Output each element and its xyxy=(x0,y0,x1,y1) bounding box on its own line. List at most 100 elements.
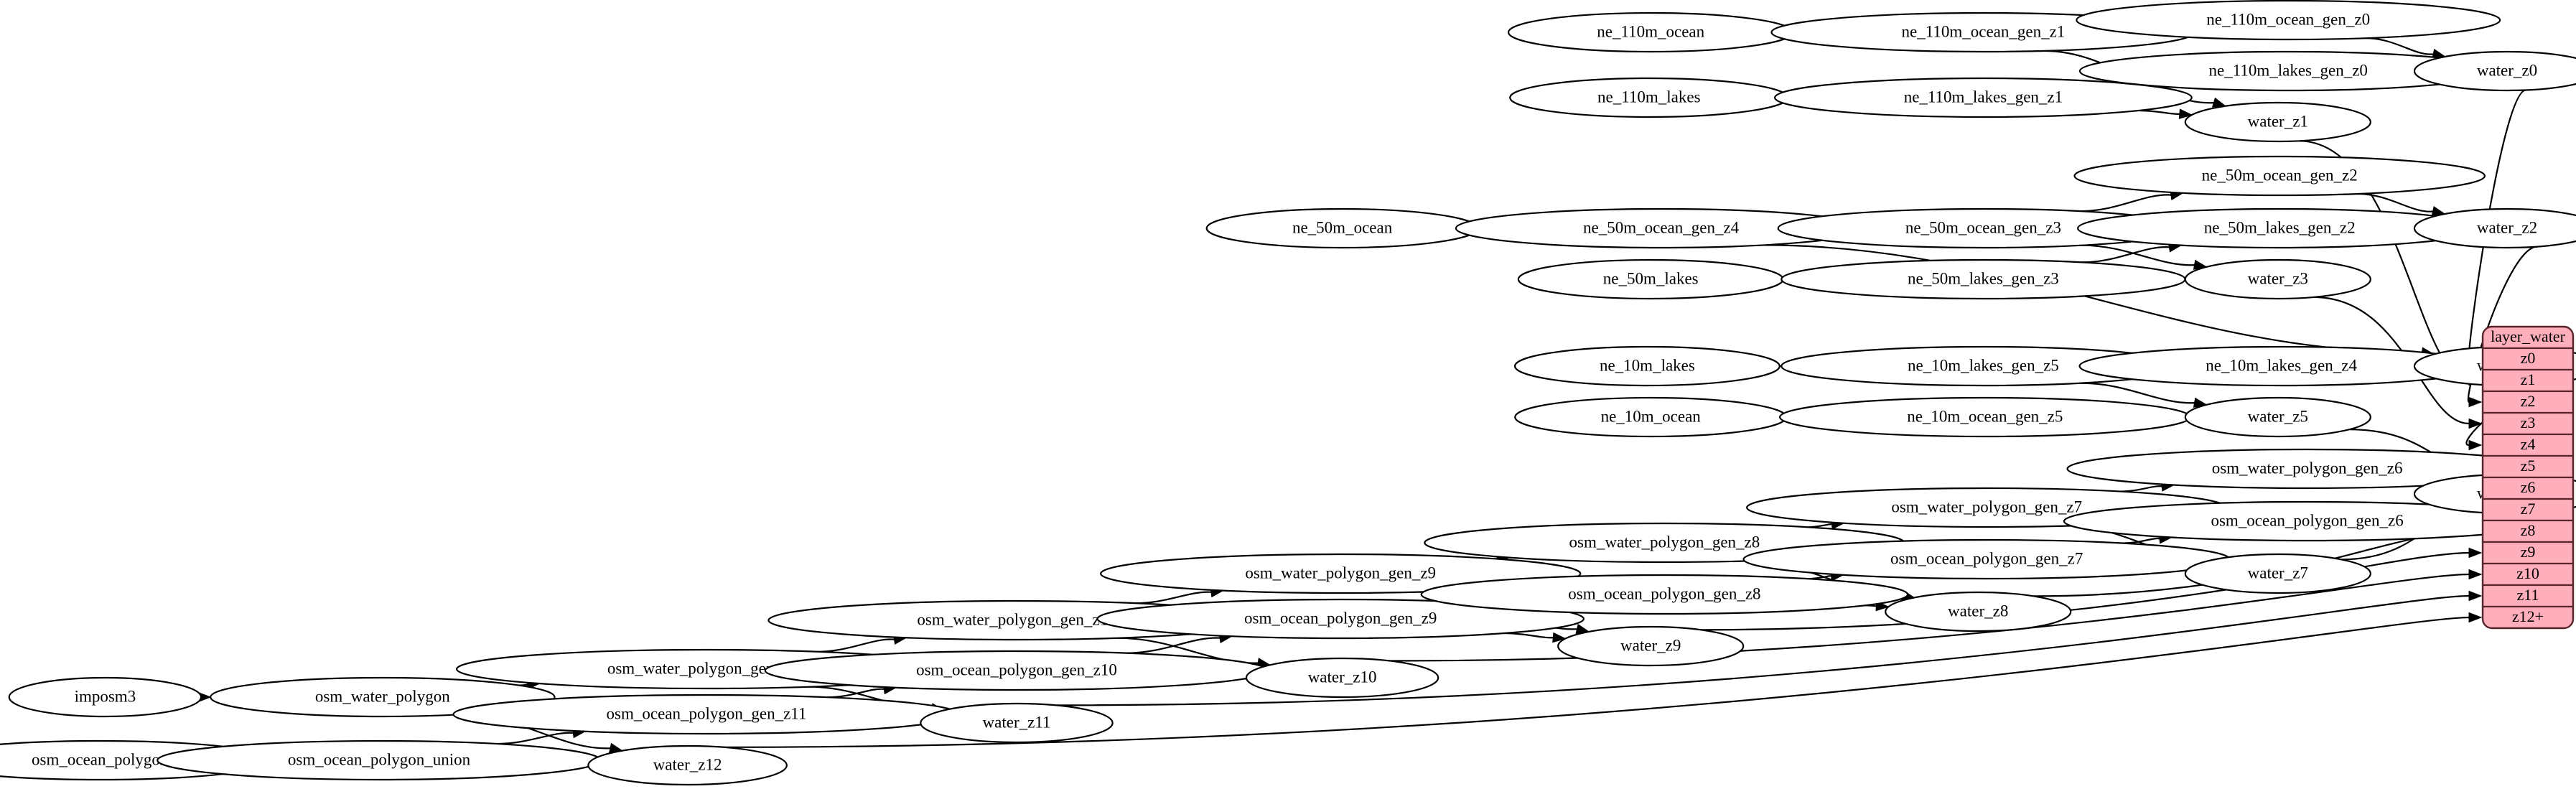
table-row-label-z10: z10 xyxy=(2516,564,2539,582)
graph-node-water_z12[interactable]: water_z12 xyxy=(587,744,788,786)
node-ellipse-water_z0[interactable] xyxy=(2413,50,2576,92)
graph-node-ne_110m_lakes_gen_z1[interactable]: ne_110m_lakes_gen_z1 xyxy=(1773,77,2193,118)
table-row-z5[interactable]: z5 xyxy=(2483,454,2573,479)
graph-node-imposm3[interactable]: imposm3 xyxy=(8,676,202,718)
edge-arrowhead xyxy=(2178,108,2193,119)
node-ellipse-water_z9[interactable] xyxy=(1557,625,1745,667)
node-label-osm_ocean_polygon_gen_z9: osm_ocean_polygon_gen_z9 xyxy=(1244,609,1437,627)
node-ellipse-water_z5[interactable] xyxy=(2184,396,2371,438)
table-row-rect-z8[interactable] xyxy=(2483,519,2573,543)
node-label-ne_110m_lakes: ne_110m_lakes xyxy=(1597,88,1701,106)
graph-node-ne_50m_ocean_gen_z4[interactable]: ne_50m_ocean_gen_z4 xyxy=(1455,207,1867,249)
graph-node-water_z11[interactable]: water_z11 xyxy=(920,702,1114,744)
node-ellipse-water_z1[interactable] xyxy=(2184,101,2371,143)
table-row-rect-z10[interactable] xyxy=(2483,562,2573,587)
table-row-z3[interactable]: z3 xyxy=(2483,411,2573,436)
graph-node-ne_10m_ocean_gen_z5[interactable]: ne_10m_ocean_gen_z5 xyxy=(1779,396,2191,438)
table-row-z4[interactable]: z4 xyxy=(2483,433,2573,457)
node-label-osm_ocean_polygon_gen_z8: osm_ocean_polygon_gen_z8 xyxy=(1568,584,1760,602)
node-ellipse-ne_10m_lakes[interactable] xyxy=(1513,345,1781,387)
node-ellipse-osm_ocean_polygon_gen_z9[interactable] xyxy=(1096,598,1585,640)
graph-node-water_z10[interactable]: water_z10 xyxy=(1245,657,1439,699)
graph-node-ne_10m_lakes_gen_z5[interactable]: ne_10m_lakes_gen_z5 xyxy=(1781,345,2186,387)
node-ellipse-osm_water_polygon[interactable] xyxy=(210,676,556,718)
table-row-z7[interactable]: z7 xyxy=(2483,498,2573,522)
graph-node-ne_50m_ocean_gen_z3[interactable]: ne_50m_ocean_gen_z3 xyxy=(1777,207,2190,249)
node-ellipse-water_z8[interactable] xyxy=(1885,591,2072,632)
graph-node-ne_110m_lakes[interactable]: ne_110m_lakes xyxy=(1509,77,1789,118)
table-row-z1[interactable]: z1 xyxy=(2483,368,2573,393)
table-row-z8[interactable]: z8 xyxy=(2483,519,2573,543)
edge-arrowhead xyxy=(2468,612,2483,623)
graph-node-water_z1[interactable]: water_z1 xyxy=(2184,101,2371,143)
node-ellipse-ne_50m_ocean_gen_z2[interactable] xyxy=(2073,155,2486,197)
graph-node-ne_10m_ocean[interactable]: ne_10m_ocean xyxy=(1514,396,1788,438)
graph-node-osm_ocean_polygon_gen_z6[interactable]: osm_ocean_polygon_gen_z6 xyxy=(2063,500,2552,542)
table-row-rect-z1[interactable] xyxy=(2483,368,2573,393)
table-row-z0[interactable]: z0 xyxy=(2483,347,2573,371)
graph-node-ne_50m_ocean_gen_z2[interactable]: ne_50m_ocean_gen_z2 xyxy=(2073,155,2486,197)
node-label-water_z8: water_z8 xyxy=(1948,602,2008,620)
graph-node-water_z5[interactable]: water_z5 xyxy=(2184,396,2371,438)
node-label-ne_10m_lakes: ne_10m_lakes xyxy=(1600,356,1695,374)
graph-node-ne_10m_lakes[interactable]: ne_10m_lakes xyxy=(1513,345,1781,387)
node-label-ne_50m_lakes: ne_50m_lakes xyxy=(1603,269,1699,287)
node-ellipse-ne_110m_ocean_gen_z0[interactable] xyxy=(2076,0,2501,41)
node-ellipse-osm_ocean_polygon_gen_z8[interactable] xyxy=(1420,574,1909,615)
graph-node-osm_ocean_polygon_gen_z10[interactable]: osm_ocean_polygon_gen_z10 xyxy=(764,650,1269,691)
edge-arrowhead xyxy=(2468,590,2483,602)
node-label-osm_water_polygon_gen_z8: osm_water_polygon_gen_z8 xyxy=(1569,533,1760,551)
graph-node-water_z0[interactable]: water_z0 xyxy=(2413,50,2576,92)
graph-node-water_z3[interactable]: water_z3 xyxy=(2184,258,2371,300)
graph-node-osm_ocean_polygon_gen_z11[interactable]: osm_ocean_polygon_gen_z11 xyxy=(452,694,961,735)
node-ellipse-water_z12[interactable] xyxy=(587,744,788,786)
node-ellipse-imposm3[interactable] xyxy=(8,676,202,718)
graph-node-osm_ocean_polygon_gen_z8[interactable]: osm_ocean_polygon_gen_z8 xyxy=(1420,574,1909,615)
table-row-z9[interactable]: z9 xyxy=(2483,541,2573,565)
graph-node-osm_water_polygon_gen_z6[interactable]: osm_water_polygon_gen_z6 xyxy=(2066,448,2548,490)
table-row-z10[interactable]: z10 xyxy=(2483,562,2573,587)
graph-node-ne_110m_lakes_gen_z0[interactable]: ne_110m_lakes_gen_z0 xyxy=(2078,50,2498,92)
node-label-ne_110m_ocean_gen_z0: ne_110m_ocean_gen_z0 xyxy=(2206,10,2370,28)
edge-arrowhead xyxy=(2468,439,2483,451)
graph-node-osm_ocean_polygon_union[interactable]: osm_ocean_polygon_union xyxy=(157,739,602,781)
table-row-z2[interactable]: z2 xyxy=(2483,390,2573,414)
node-label-ne_50m_ocean_gen_z4: ne_50m_ocean_gen_z4 xyxy=(1583,218,1740,236)
node-label-ne_10m_ocean_gen_z5: ne_10m_ocean_gen_z5 xyxy=(1907,407,2063,425)
table-row-z12+[interactable]: z12+ xyxy=(2483,605,2573,628)
table-header-row: layer_water xyxy=(2483,327,2573,350)
node-label-osm_water_polygon_gen_z6: osm_water_polygon_gen_z6 xyxy=(2212,459,2403,477)
graph-node-ne_110m_ocean[interactable]: ne_110m_ocean xyxy=(1507,11,1794,53)
table-row-rect-z9[interactable] xyxy=(2483,541,2573,565)
node-ellipse-ne_110m_lakes_gen_z1[interactable] xyxy=(1773,77,2193,118)
node-ellipse-water_z10[interactable] xyxy=(1245,657,1439,699)
graph-node-ne_50m_lakes[interactable]: ne_50m_lakes xyxy=(1517,258,1784,300)
node-ellipse-water_z3[interactable] xyxy=(2184,258,2371,300)
graph-node-water_z8[interactable]: water_z8 xyxy=(1885,591,2072,632)
graph-node-water_z7[interactable]: water_z7 xyxy=(2184,553,2371,594)
node-label-osm_ocean_polygon_gen_z11: osm_ocean_polygon_gen_z11 xyxy=(607,704,807,722)
node-label-osm_water_polygon_gen_z10: osm_water_polygon_gen_z10 xyxy=(917,610,1116,628)
node-ellipse-water_z11[interactable] xyxy=(920,702,1114,744)
edge-osm_water_polygon_gen_z10-to-osm_water_polygon_gen_z9 xyxy=(1134,591,1212,604)
table-row-rect-z2[interactable] xyxy=(2483,390,2573,414)
graph-node-ne_10m_lakes_gen_z4[interactable]: ne_10m_lakes_gen_z4 xyxy=(2078,345,2484,387)
node-ellipse-water_z2[interactable] xyxy=(2413,207,2576,249)
edge-osm_ocean_polygon_gen_z9-to-water_z9 xyxy=(1503,632,1554,639)
graph-node-water_z9[interactable]: water_z9 xyxy=(1557,625,1745,667)
graph-node-ne_50m_lakes_gen_z2[interactable]: ne_50m_lakes_gen_z2 xyxy=(2077,207,2483,249)
edge-water_z12-to-table-row-12 xyxy=(722,616,2470,748)
table-row-rect-z4[interactable] xyxy=(2483,433,2573,457)
graph-node-ne_50m_ocean[interactable]: ne_50m_ocean xyxy=(1205,207,1479,249)
graph-node-ne_50m_lakes_gen_z3[interactable]: ne_50m_lakes_gen_z3 xyxy=(1781,258,2186,300)
edge-ne_110m_ocean_gen_z0-to-water_z0 xyxy=(2366,37,2435,55)
graph-node-osm_ocean_polygon_gen_z9[interactable]: osm_ocean_polygon_gen_z9 xyxy=(1096,598,1585,640)
node-ellipse-water_z7[interactable] xyxy=(2184,553,2371,594)
graph-node-ne_110m_ocean_gen_z0[interactable]: ne_110m_ocean_gen_z0 xyxy=(2076,0,2501,41)
table-row-rect-z12+[interactable] xyxy=(2483,605,2573,628)
graph-node-osm_ocean_polygon_gen_z7[interactable]: osm_ocean_polygon_gen_z7 xyxy=(1742,538,2231,580)
graph-node-osm_water_polygon[interactable]: osm_water_polygon xyxy=(210,676,556,718)
table-row-z6[interactable]: z6 xyxy=(2483,476,2573,500)
table-row-z11[interactable]: z11 xyxy=(2483,584,2573,608)
graph-node-water_z2[interactable]: water_z2 xyxy=(2413,207,2576,249)
